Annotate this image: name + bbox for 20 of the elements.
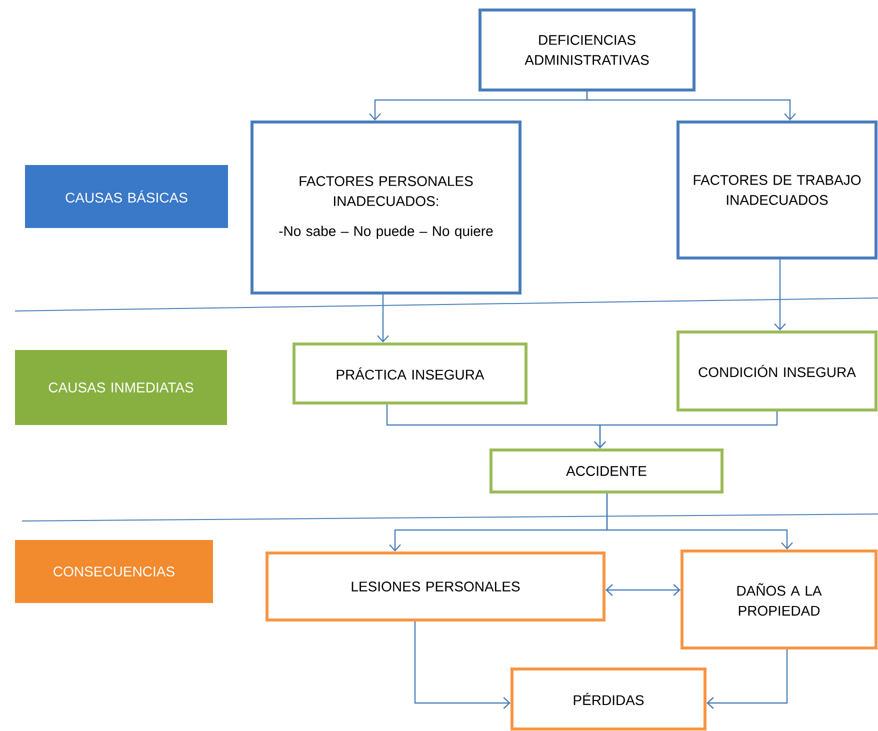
arrow xyxy=(606,584,680,596)
arrow xyxy=(606,494,793,550)
arrow xyxy=(414,622,510,709)
process-box: FACTORES PERSONALES INADECUADOS: -No sabe – No puede – No quiere xyxy=(250,120,522,294)
process-box: ACCIDENTE xyxy=(490,448,724,494)
category-band: CONSECUENCIAS xyxy=(15,540,213,603)
process-box: LESIONES PERSONALES xyxy=(266,552,606,622)
arrow xyxy=(586,92,796,120)
process-box: CONDICIÓN INSEGURA xyxy=(676,330,878,412)
category-band: CAUSAS INMEDIATAS xyxy=(15,350,227,425)
process-box: DAÑOS A LA PROPIEDAD xyxy=(680,550,878,650)
process-box: FACTORES DE TRABAJO INADECUADOS xyxy=(676,120,878,260)
process-box: PÉRDIDAS xyxy=(510,668,706,730)
category-band: CAUSAS BÁSICAS xyxy=(25,165,228,228)
process-box: DEFICIENCIAS ADMINISTRATIVAS xyxy=(478,8,696,92)
arrow xyxy=(706,650,788,709)
process-box: PRÁCTICA INSEGURA xyxy=(292,342,528,404)
arrow xyxy=(594,412,778,448)
arrow xyxy=(377,294,389,342)
arrow xyxy=(774,260,786,330)
